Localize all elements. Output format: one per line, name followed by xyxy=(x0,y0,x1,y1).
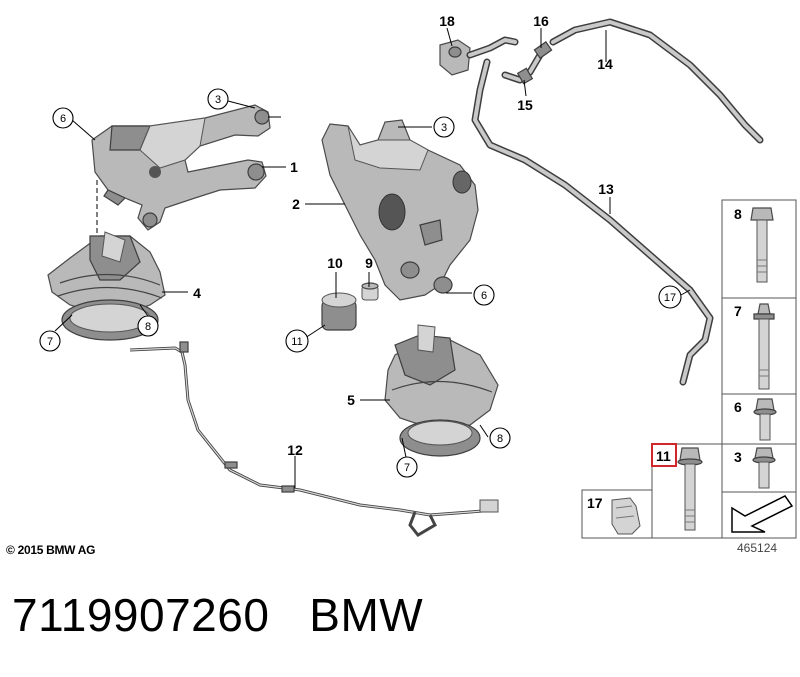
callout-9: 9 xyxy=(365,255,373,271)
hose-connector-15 xyxy=(501,51,544,85)
callout-8b: 8 xyxy=(497,433,503,445)
part-number: 7119907260 xyxy=(12,589,270,641)
callout-circle-3a xyxy=(207,88,229,110)
callout-circle-6a xyxy=(52,107,74,129)
callout-circle-6b xyxy=(473,284,495,306)
legend-17: 17 xyxy=(587,495,603,511)
callout-11: 11 xyxy=(291,336,302,348)
brand-name: BMW xyxy=(309,589,424,641)
callout-7a: 7 xyxy=(47,336,53,348)
callout-12: 12 xyxy=(287,442,303,458)
vacuum-hose-13 xyxy=(471,58,714,386)
callout-14: 14 xyxy=(597,56,613,72)
engine-mount-5 xyxy=(384,324,499,457)
callout-circle-11 xyxy=(285,329,309,353)
callout-1: 1 xyxy=(290,159,298,175)
long-bolt-icon xyxy=(750,207,774,283)
vacuum-hose-14 xyxy=(549,18,764,144)
callout-5: 5 xyxy=(347,392,355,408)
copyright-notice: © 2015 BMW AG xyxy=(6,543,96,557)
callout-3b: 3 xyxy=(441,122,447,134)
callout-7b: 7 xyxy=(404,462,410,474)
stud-bolt-icon xyxy=(753,303,775,390)
callout-13: 13 xyxy=(598,181,614,197)
legend-3: 3 xyxy=(734,449,742,465)
callout-18: 18 xyxy=(439,13,455,29)
callout-circle-8b xyxy=(489,427,511,449)
callout-8a: 8 xyxy=(145,321,151,333)
arrow-icon xyxy=(731,495,794,533)
callout-15: 15 xyxy=(517,97,533,113)
callout-circle-8a xyxy=(137,315,159,337)
callout-17: 17 xyxy=(664,292,676,304)
highlight-box-11 xyxy=(651,443,677,467)
bracket-2 xyxy=(321,119,479,301)
callout-4: 4 xyxy=(193,285,201,301)
callout-circle-17 xyxy=(658,285,682,309)
callout-3a: 3 xyxy=(215,94,221,106)
bushing-10 xyxy=(321,292,357,331)
callout-circle-3b xyxy=(433,116,455,138)
callout-2: 2 xyxy=(292,196,300,212)
legend-7: 7 xyxy=(734,303,742,319)
callout-labels: 3 6 1 4 7 8 2 3 6 10 9 11 5 7 8 12 13 14… xyxy=(39,13,682,478)
legend-8: 8 xyxy=(734,206,742,222)
callout-16: 16 xyxy=(533,13,549,29)
engine-mount-4 xyxy=(47,231,166,341)
valve-18 xyxy=(439,36,519,76)
legend-11: 11 xyxy=(656,448,671,464)
diagram-reference-number: 465124 xyxy=(737,541,778,555)
bracket-1 xyxy=(91,104,271,231)
callout-circle-7b xyxy=(396,456,418,478)
bolt-11-icon xyxy=(677,447,703,531)
sensor-cable-12 xyxy=(129,341,499,537)
callout-circle-7a xyxy=(39,330,61,352)
callout-10: 10 xyxy=(327,255,343,271)
callout-6a: 6 xyxy=(60,113,66,125)
flange-bolt-icon xyxy=(753,398,777,441)
hose-clamp-16 xyxy=(533,41,553,59)
legend-6: 6 xyxy=(734,399,742,415)
callout-6b: 6 xyxy=(481,290,487,302)
fastener-legend: 8 7 6 3 xyxy=(581,199,797,539)
clip-nut-icon xyxy=(611,497,641,535)
hex-bolt-icon xyxy=(752,447,776,489)
leader-lines xyxy=(54,27,691,488)
part-footer: 7119907260 BMW xyxy=(12,588,423,642)
sleeve-9 xyxy=(361,282,379,301)
